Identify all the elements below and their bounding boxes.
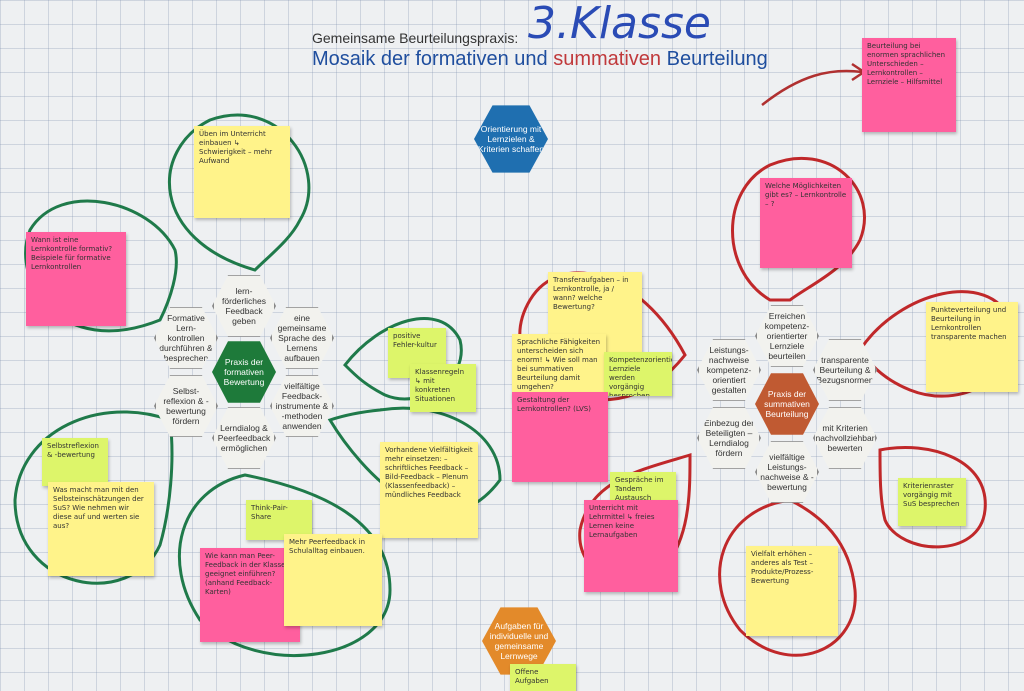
hex-text: Einbezug der Beteiligten – Lerndialog fö… xyxy=(703,417,755,459)
hex-summative-transparent: transparente Beurteilung & Bezugsnormen xyxy=(813,339,877,401)
note-text: Transferaufgaben – in Lernkontrolle, ja … xyxy=(553,276,629,312)
hex-text: Orientierung mit Lernzielen & Kriterien … xyxy=(478,123,544,155)
sticky-note: Sprachliche Fähigkeiten unterscheiden si… xyxy=(512,334,606,402)
hex-text: eine gemeinsame Sprache des Lernens aufb… xyxy=(277,312,327,364)
note-text: Kompetenzorientierte Lernziele werden vo… xyxy=(609,356,672,396)
title-part-3: Beurteilung xyxy=(661,48,768,70)
note-text: Offene Aufgaben xyxy=(515,668,549,686)
hex-text: mit Kriterien nachvollziehbar bewerten xyxy=(815,422,875,454)
hex-text: lern-förderliches Feedback geben xyxy=(222,285,266,327)
note-text: Selbstreflexion & -bewertung xyxy=(47,442,99,460)
hex-text: Aufgaben für individuelle und gemeinsame… xyxy=(489,620,549,662)
hex-text: vielfältige Leistungs-nachweise & -bewer… xyxy=(760,451,814,493)
sticky-note: Unterricht mit Lehrmittel ↳ freies Lerne… xyxy=(584,500,678,592)
note-text: Vielfalt erhöhen – anderes als Test – Pr… xyxy=(751,550,814,586)
hex-text: Selbst-reflexion & -bewertung fördern xyxy=(163,385,209,427)
sticky-note: Beurteilung bei enormen sprachlichen Unt… xyxy=(862,38,956,132)
class-label: 3.Klasse xyxy=(528,0,711,49)
sticky-note: Vielfalt erhöhen – anderes als Test – Pr… xyxy=(746,546,838,636)
sticky-note: Wie kann man Peer-Feedback in der Klasse… xyxy=(200,548,300,642)
title-part-2: summativen xyxy=(553,48,662,70)
hex-text: Erreichen kompetenz-orientierter Lernzie… xyxy=(764,310,810,362)
hex-summative-lernziele: Erreichen kompetenz-orientierter Lernzie… xyxy=(755,305,819,367)
header-subtitle: Gemeinsame Beurteilungspraxis: xyxy=(312,30,519,46)
header-title: Mosaik der formativen und summativen Beu… xyxy=(312,48,768,71)
note-text: Was macht man mit den Selbsteinschätzung… xyxy=(53,486,144,531)
hex-text: Lerndialog & Peerfeedback ermöglichen xyxy=(217,422,271,454)
sticky-note: Welche Möglichkeiten gibt es? – Lernkont… xyxy=(760,178,852,268)
hex-summative-vielfaltig: vielfältige Leistungs-nachweise & -bewer… xyxy=(755,441,819,503)
hex-text: Praxis der summativen Beurteilung xyxy=(764,388,810,420)
sticky-note: Gestaltung der Lernkontrollen? (LVS) xyxy=(512,392,608,482)
note-text: Vorhandene Vielfältigkeit mehr einsetzen… xyxy=(385,446,473,500)
note-text: Punkteverteilung und Beurteilung in Lern… xyxy=(931,306,1007,342)
note-text: Wie kann man Peer-Feedback in der Klasse… xyxy=(205,552,286,597)
hex-text: vielfältige Feedback-instrumente & -meth… xyxy=(275,380,329,432)
note-text: Welche Möglichkeiten gibt es? – Lernkont… xyxy=(765,182,847,209)
note-text: Wann ist eine Lernkontrolle formativ? Be… xyxy=(31,236,113,272)
hex-summative-center: Praxis der summativen Beurteilung xyxy=(755,373,819,435)
note-text: Kriterienraster vorgängig mit SuS bespre… xyxy=(903,482,960,509)
sticky-note: Kompetenzorientierte Lernziele werden vo… xyxy=(604,352,672,396)
sticky-note: Offene Aufgaben xyxy=(510,664,576,691)
sticky-note: Kriterienraster vorgängig mit SuS bespre… xyxy=(898,478,966,526)
hex-text: Leistungs-nachweise kompetenz-orientiert… xyxy=(706,344,752,396)
sticky-note: Think-Pair-Share xyxy=(246,500,312,540)
hex-summative-leistungsnachweise: Leistungs-nachweise kompetenz-orientiert… xyxy=(697,339,761,401)
note-text: positive Fehler-kultur xyxy=(393,332,437,350)
sticky-note: Selbstreflexion & -bewertung xyxy=(42,438,108,486)
note-text: Beurteilung bei enormen sprachlichen Unt… xyxy=(867,42,946,87)
note-text: Klassenregeln ↳ mit konkreten Situatione… xyxy=(415,368,465,404)
hex-text: Formative Lern-kontrollen durchführen & … xyxy=(159,312,213,364)
sticky-note: Wann ist eine Lernkontrolle formativ? Be… xyxy=(26,232,126,326)
sticky-note: Üben im Unterricht einbauen ↳ Schwierigk… xyxy=(194,126,290,218)
note-text: Sprachliche Fähigkeiten unterscheiden si… xyxy=(517,338,601,392)
note-text: Think-Pair-Share xyxy=(251,504,288,522)
note-text: Üben im Unterricht einbauen ↳ Schwierigk… xyxy=(199,130,273,166)
hex-text: transparente Beurteilung & Bezugsnormen xyxy=(816,354,874,386)
sticky-note: Was macht man mit den Selbsteinschätzung… xyxy=(48,482,154,576)
hex-summative-kriterien: mit Kriterien nachvollziehbar bewerten xyxy=(813,407,877,469)
hex-summative-einbezug: Einbezug der Beteiligten – Lerndialog fö… xyxy=(697,407,761,469)
hex-text: Praxis der formativen Bewertung xyxy=(223,356,265,388)
note-text: Unterricht mit Lehrmittel ↳ freies Lerne… xyxy=(589,504,655,540)
note-text: Gestaltung der Lernkontrollen? (LVS) xyxy=(517,396,591,414)
note-text: Gespräche im Tandem Austausch xyxy=(615,476,664,503)
sticky-note: Vorhandene Vielfältigkeit mehr einsetzen… xyxy=(380,442,478,538)
sticky-note: Mehr Peerfeedback in Schulalltag einbaue… xyxy=(284,534,382,626)
sticky-note: Punkteverteilung und Beurteilung in Lern… xyxy=(926,302,1018,392)
sticky-note: Klassenregeln ↳ mit konkreten Situatione… xyxy=(410,364,476,412)
title-part-1: Mosaik der formativen und xyxy=(312,48,554,70)
note-text: Mehr Peerfeedback in Schulalltag einbaue… xyxy=(289,538,366,556)
